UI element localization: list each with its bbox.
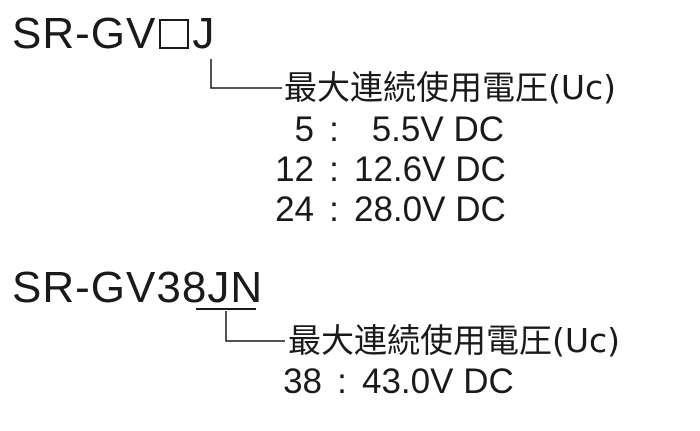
leader-line-1 (210, 59, 282, 89)
model-code: 38 (156, 263, 208, 312)
model-suffix: J (192, 9, 216, 58)
separator: : (337, 362, 347, 401)
voltage-row: 24:28.0V DC (268, 192, 506, 228)
voltage-row: 5:5.5V DC (268, 112, 504, 148)
voltage-code: 24 (275, 190, 314, 229)
model-number-2: SR-GV38JN (12, 266, 263, 310)
voltage-label-2: 最大連続使用電圧(Uc) (288, 321, 621, 360)
model-number-1: SR-GV J (12, 12, 215, 56)
voltage-code: 38 (283, 362, 322, 401)
voltage-label-1: 最大連続使用電圧(Uc) (284, 68, 617, 107)
voltage-value: 5.5V DC (371, 110, 504, 149)
model-suffix: JN (207, 263, 264, 312)
voltage-value: 43.0V DC (362, 362, 514, 401)
separator: : (329, 190, 339, 229)
voltage-code: 5 (294, 110, 314, 149)
model-prefix: SR-GV (12, 263, 157, 312)
leader-line-2 (225, 311, 285, 342)
voltage-value: 12.6V DC (354, 150, 506, 189)
voltage-row: 38:43.0V DC (276, 364, 514, 400)
separator: : (329, 110, 339, 149)
model-prefix: SR-GV (12, 9, 157, 58)
voltage-value: 28.0V DC (354, 190, 506, 229)
code-placeholder-box (159, 19, 190, 49)
voltage-row: 12:12.6V DC (268, 152, 506, 188)
separator: : (329, 150, 339, 189)
voltage-code: 12 (275, 150, 314, 189)
